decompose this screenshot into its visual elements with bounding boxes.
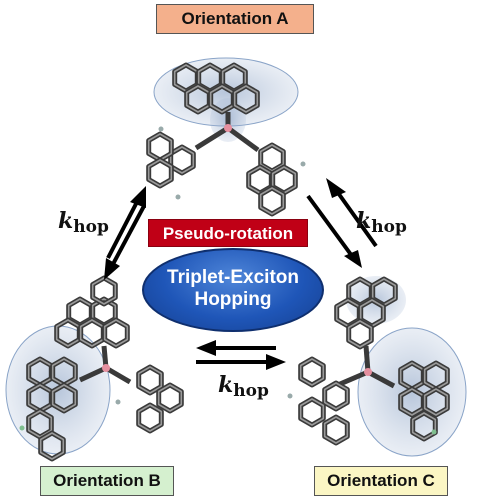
center-label-line2: Hopping [194, 289, 272, 310]
density-cloud-c [357, 327, 467, 457]
equilibrium-arrows-bottom [196, 340, 286, 370]
center-label-line1: Triplet-Exciton [167, 267, 299, 288]
k-symbol: k [58, 208, 74, 234]
molecule-orientation-c [287, 276, 467, 457]
molecule-orientation-b [5, 278, 181, 459]
khop-label-right: khop [356, 208, 407, 237]
equilibrium-arrows-left [104, 186, 146, 280]
k-symbol: k [218, 372, 234, 398]
hop-subscript: hop [233, 381, 269, 401]
molecule-orientation-a [149, 57, 306, 214]
khop-label-left: khop [58, 208, 109, 237]
k-symbol: k [356, 208, 372, 234]
orientation-a-label: Orientation A [156, 4, 314, 34]
orientation-c-label: Orientation C [314, 466, 448, 496]
equilibrium-arrows-right [306, 178, 378, 268]
hop-subscript: hop [371, 217, 407, 237]
pseudo-rotation-label: Pseudo-rotation [148, 219, 308, 247]
orientation-b-label: Orientation B [40, 466, 174, 496]
triplet-exciton-hopping-badge: Triplet-Exciton Hopping [142, 248, 324, 332]
hop-subscript: hop [73, 217, 109, 237]
boron-atom-a [224, 124, 232, 132]
khop-label-bottom: khop [218, 372, 269, 401]
boron-atom-c [364, 368, 372, 376]
boron-atom-b [102, 364, 110, 372]
